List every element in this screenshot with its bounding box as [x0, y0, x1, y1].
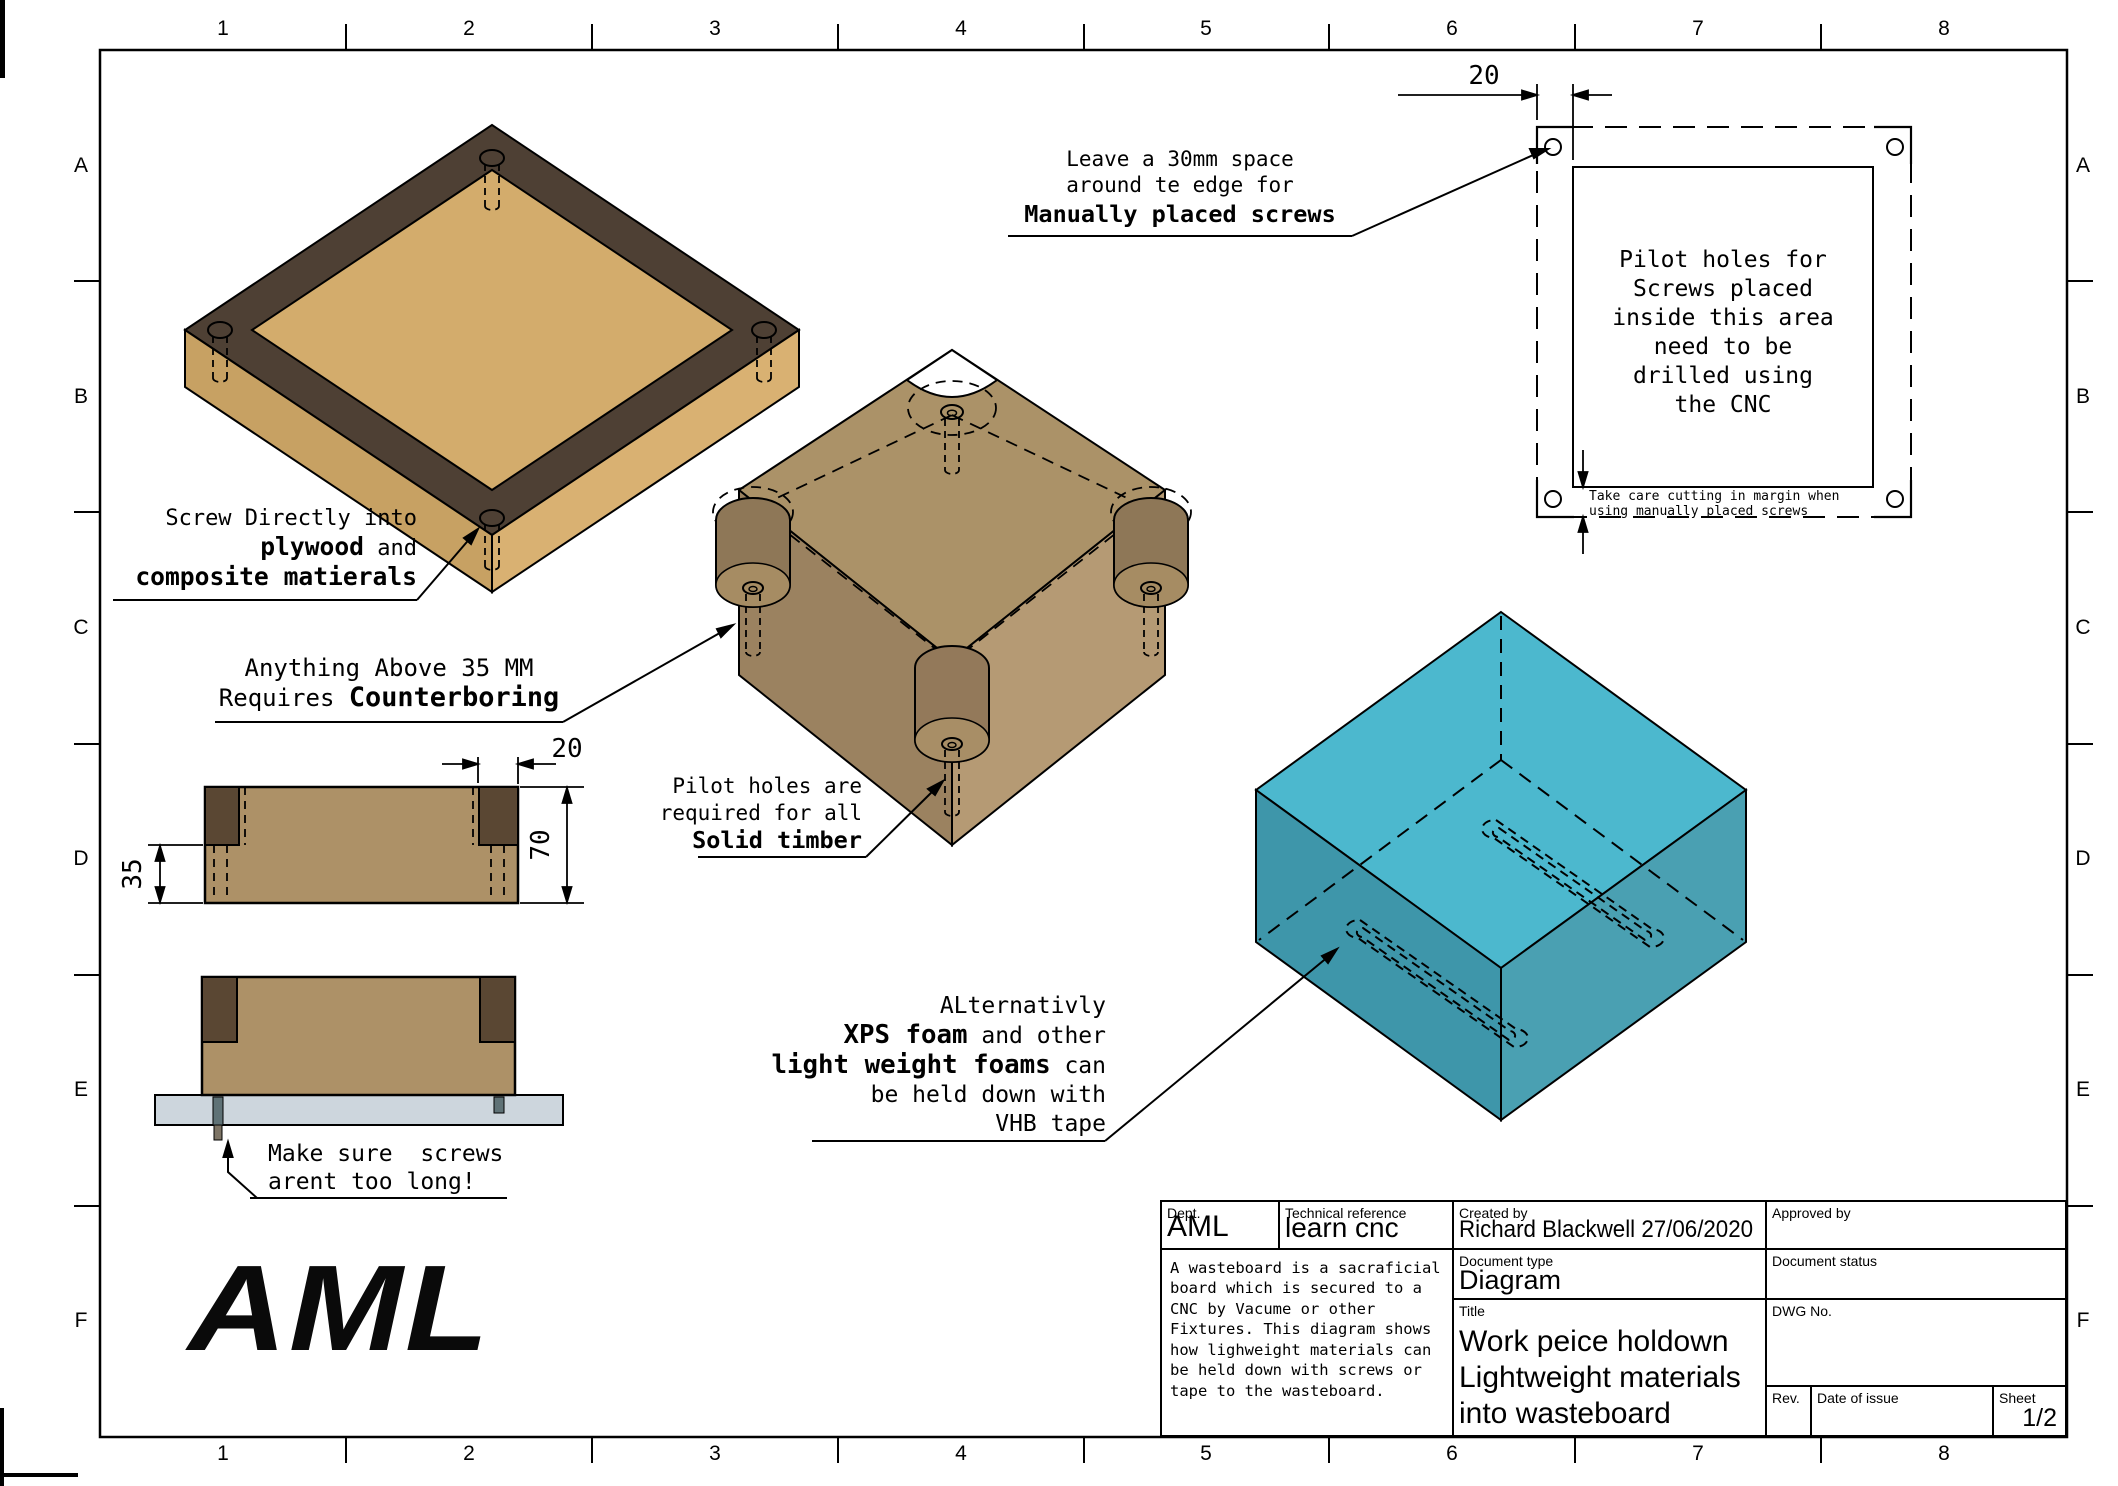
grid-ticks	[74, 24, 2093, 1463]
annotation-leaders	[113, 148, 1552, 1199]
grid-col-label: 3	[709, 1442, 721, 1465]
timber-side-right	[951, 487, 1166, 848]
plywood-side-right	[491, 328, 800, 594]
grid-col-label: 8	[1938, 17, 1950, 40]
detail-screw-margin	[1535, 125, 1913, 519]
dim-counterbore-depth: 35	[118, 842, 203, 906]
pilot-hole-corner	[1886, 138, 1904, 156]
cross-section-wasteboard	[154, 975, 564, 1141]
titleblock-createdby: Created by Richard Blackwell 27/06/2020	[1452, 1200, 1767, 1250]
titleblock-dwgno: DWG No.	[1765, 1298, 2067, 1387]
view-timber-block	[712, 348, 1192, 848]
plywood-hidden-screw-shafts	[212, 164, 772, 571]
grid-row-label: D	[73, 847, 89, 870]
foam-side-right	[1500, 788, 1747, 1122]
titleblock-docstatus: Document status	[1765, 1248, 2067, 1300]
note-foam-vhb: ALternativly XPS foam and other light we…	[771, 993, 1106, 1137]
grid-col-label: 1	[217, 1442, 229, 1465]
note-screw-directly: Screw Directly into plywood and composit…	[135, 506, 417, 591]
grid-col-label: 5	[1200, 1442, 1212, 1465]
timber-counterbore-right	[1110, 486, 1192, 657]
svg-text:35: 35	[118, 858, 148, 889]
screw-left	[212, 1096, 224, 1126]
svg-text:20: 20	[551, 734, 582, 764]
note-counterboring: Anything Above 35 MM Requires Counterbor…	[218, 654, 560, 713]
titleblock-doctype: Document type Diagram	[1452, 1248, 1767, 1300]
svg-text:70: 70	[526, 829, 556, 860]
timber-counterbore-top	[905, 348, 999, 475]
titleblock-rev: Rev.	[1765, 1385, 1812, 1437]
grid-row-label: F	[2076, 1309, 2090, 1332]
detail-area-text: Pilot holes for Screws placed inside thi…	[1612, 247, 1834, 418]
grid-row-label: E	[73, 1078, 88, 1101]
cross-section-counterbore	[203, 785, 520, 905]
titleblock-approvedby: Approved by	[1765, 1200, 2067, 1250]
screw-tip	[213, 1124, 223, 1141]
grid-row-label: B	[2075, 385, 2090, 408]
note-pilot-holes: Pilot holes are required for all Solid t…	[659, 774, 862, 854]
dim-counterbore-width: 20	[442, 734, 583, 784]
foam-hidden-edges	[1258, 616, 1744, 941]
grid-col-label: 6	[1446, 1442, 1458, 1465]
titleblock-sheet: Sheet 1/2	[1992, 1385, 2067, 1437]
grid-row-label: F	[74, 1309, 88, 1332]
grid-col-label: 7	[1692, 1442, 1704, 1465]
vhb-tape-outlines	[1345, 818, 1665, 1049]
grid-col-label: 4	[955, 17, 967, 40]
titleblock-dateofissue: Date of issue	[1810, 1385, 1994, 1437]
grid-row-label: A	[2075, 154, 2090, 177]
timber-counterbore-bottom	[914, 645, 990, 817]
grid-row-label: C	[73, 616, 89, 639]
grid-row-label: A	[73, 154, 88, 177]
grid-col-label: 7	[1692, 17, 1704, 40]
grid-col-label: 2	[463, 17, 475, 40]
grid-col-label: 6	[1446, 17, 1458, 40]
titleblock-techref: Technical reference learn cnc	[1278, 1200, 1454, 1250]
dim-detail-margin-vertical	[1577, 450, 1589, 554]
titleblock-dept: Dept. AML	[1160, 1200, 1280, 1250]
pilot-hole-corner	[1886, 490, 1904, 508]
note-manual-screw-space: Leave a 30mm space around te edge for Ma…	[1024, 147, 1336, 228]
plywood-screw-holes	[207, 149, 777, 527]
grid-row-label: C	[2075, 616, 2091, 639]
screw-right	[493, 1096, 505, 1114]
pilot-hole-corner	[1544, 138, 1562, 156]
grid-row-label: B	[73, 385, 88, 408]
titleblock-title: Title Work peice holdown Lightweight mat…	[1452, 1298, 1767, 1437]
dim-detail-margin: 20	[1398, 61, 1612, 160]
svg-text:20: 20	[1468, 61, 1499, 91]
note-screw-length: Make sure screws arent too long!	[268, 1141, 504, 1195]
grid-col-label: 3	[709, 17, 721, 40]
company-logo: AML	[188, 1240, 491, 1376]
grid-col-label: 8	[1938, 1442, 1950, 1465]
view-plywood-board	[183, 123, 801, 594]
grid-col-label: 2	[463, 1442, 475, 1465]
plywood-top-face	[250, 168, 734, 492]
grid-col-label: 1	[217, 17, 229, 40]
grid-row-label: E	[2075, 1078, 2090, 1101]
dim-board-thickness: 70	[520, 784, 584, 906]
pilot-hole-corner	[1544, 490, 1562, 508]
view-foam-block	[1254, 610, 1748, 1122]
grid-col-label: 5	[1200, 17, 1212, 40]
timber-counterbore-left	[712, 486, 794, 657]
grid-row-label: D	[2075, 847, 2091, 870]
page-crop-marks	[0, 0, 78, 1486]
titleblock-description: A wasteboard is a sacraficial board whic…	[1160, 1248, 1454, 1437]
detail-margin-note: Take care cutting in margin when using m…	[1589, 489, 1840, 519]
grid-col-label: 4	[955, 1442, 967, 1465]
